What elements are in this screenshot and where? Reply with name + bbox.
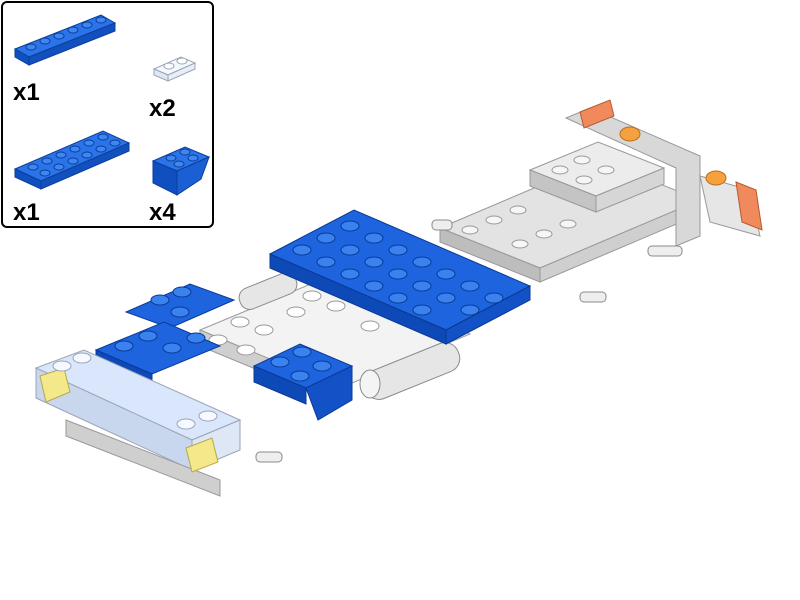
front-headlight-bar: [34, 349, 242, 497]
qty-label: x1: [13, 79, 40, 106]
orange-tail-lights: [579, 99, 763, 231]
parts-list-callout: x1 x2 x1 x4: [1, 1, 214, 228]
blue-plate-2x6-icon: [13, 130, 131, 190]
qty-label: x2: [149, 95, 176, 122]
blue-slope-2x2-inverted-icon: [151, 146, 211, 196]
rear-gray-frame: [438, 107, 761, 283]
connector-pins: [255, 219, 683, 463]
trans-clear-plate-1x2-icon: [152, 56, 197, 82]
blue-plate-1x6-icon: [13, 14, 117, 66]
qty-label: x4: [149, 199, 176, 226]
qty-label: x1: [13, 199, 40, 226]
blue-plate-4x8: [268, 209, 532, 345]
